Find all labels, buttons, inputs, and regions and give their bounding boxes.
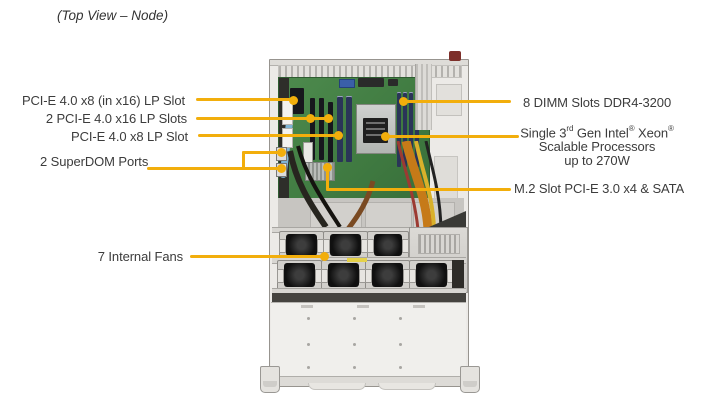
cpu-label-line3: up to 270W <box>564 153 630 169</box>
backplane-strip <box>272 293 466 302</box>
panel-notch <box>357 305 369 308</box>
screw <box>307 317 310 320</box>
panel-notch <box>413 305 425 308</box>
callout-label-pcie-x8: PCI-E 4.0 x8 LP Slot <box>71 129 188 144</box>
pcie-slot <box>328 102 333 164</box>
callout-dot-dimm <box>399 97 408 106</box>
callout-line-dimm <box>401 100 511 103</box>
dimm-slot <box>337 96 343 162</box>
callout-dot-fans <box>320 252 329 261</box>
dimm-slot <box>403 92 407 167</box>
rear-port <box>388 79 398 86</box>
front-bump <box>308 383 366 390</box>
chassis-foot <box>260 366 280 393</box>
screw <box>353 317 356 320</box>
callout-line-cpu <box>383 135 519 138</box>
fan <box>409 260 454 290</box>
dimm-slot <box>346 96 352 162</box>
screw <box>353 366 356 369</box>
callout-label-dimm: 8 DIMM Slots DDR4-3200 <box>523 95 672 110</box>
callout-dot-pcie-x8 <box>334 131 343 140</box>
callout-line-superdom-vertical <box>242 151 245 170</box>
motherboard <box>278 77 430 200</box>
callout-dot-pcie-x16-b <box>324 114 333 123</box>
callout-dot-cpu <box>381 132 390 141</box>
psu-vent <box>418 234 460 254</box>
lp-slot-bracket <box>282 128 293 148</box>
fan <box>277 260 322 290</box>
dimm-slot <box>397 92 401 167</box>
callout-line-pcie-x8-x16 <box>196 98 295 101</box>
server-chassis <box>269 59 469 390</box>
warning-sticker <box>347 258 367 262</box>
callout-dot-m2 <box>323 163 332 172</box>
callout-line-pcie-x8 <box>198 134 340 137</box>
chassis-foot <box>460 366 480 393</box>
rear-port <box>358 78 384 87</box>
cpu-heatsink <box>356 104 396 154</box>
callout-label-pcie-x16: 2 PCI-E 4.0 x16 LP Slots <box>45 111 187 126</box>
cpu-label-line2: Scalable Processors <box>538 139 656 155</box>
fan <box>323 231 368 259</box>
cpu-label-line1: Single 3rd Gen Intel® Xeon® <box>520 124 674 141</box>
tray-seam <box>365 202 412 228</box>
panel-notch <box>301 305 313 308</box>
fan <box>367 231 409 259</box>
fan <box>365 260 410 290</box>
callout-label-superdom: 2 SuperDOM Ports <box>40 154 149 169</box>
callout-label-fans: 7 Internal Fans <box>97 249 183 264</box>
chassis-front-lip <box>270 376 466 390</box>
screw <box>399 343 402 346</box>
front-cover-panel <box>271 302 466 377</box>
fan-bay-gap <box>452 260 464 288</box>
callout-line-m2-vertical <box>326 166 329 191</box>
callout-label-cpu: Single 3rd Gen Intel® Xeon® Scalable Pro… <box>520 123 674 168</box>
callout-label-m2: M.2 Slot PCI-E 3.0 x4 & SATA <box>514 181 685 196</box>
callout-dot-pcie-x16-a <box>306 114 315 123</box>
callout-line-m2 <box>326 188 511 191</box>
callout-line-superdom-main <box>147 167 282 170</box>
diagram-title: (Top View – Node) <box>57 8 169 23</box>
callout-dot-superdom-b <box>277 164 286 173</box>
screw <box>307 366 310 369</box>
cable-bundles <box>287 141 443 231</box>
pcie-slot <box>310 98 315 160</box>
callout-line-superdom-top <box>242 151 282 154</box>
pcie-slot <box>319 98 324 160</box>
dimm-slot <box>409 92 413 167</box>
riser-bracket <box>415 64 432 130</box>
front-bump <box>378 383 436 390</box>
callout-dot-pcie-x8-x16 <box>289 96 298 105</box>
fan <box>321 260 366 290</box>
callout-line-pcie-x16 <box>196 117 330 120</box>
vga-port <box>339 79 355 88</box>
callout-dot-superdom-a <box>277 148 286 157</box>
screw <box>307 343 310 346</box>
screw <box>399 317 402 320</box>
screw <box>399 366 402 369</box>
callout-line-fans <box>190 255 325 258</box>
screw <box>353 343 356 346</box>
chassis-rear-latch <box>449 51 461 61</box>
callout-label-pcie-x8-in-x16: PCI-E 4.0 x8 (in x16) LP Slot <box>21 93 185 108</box>
